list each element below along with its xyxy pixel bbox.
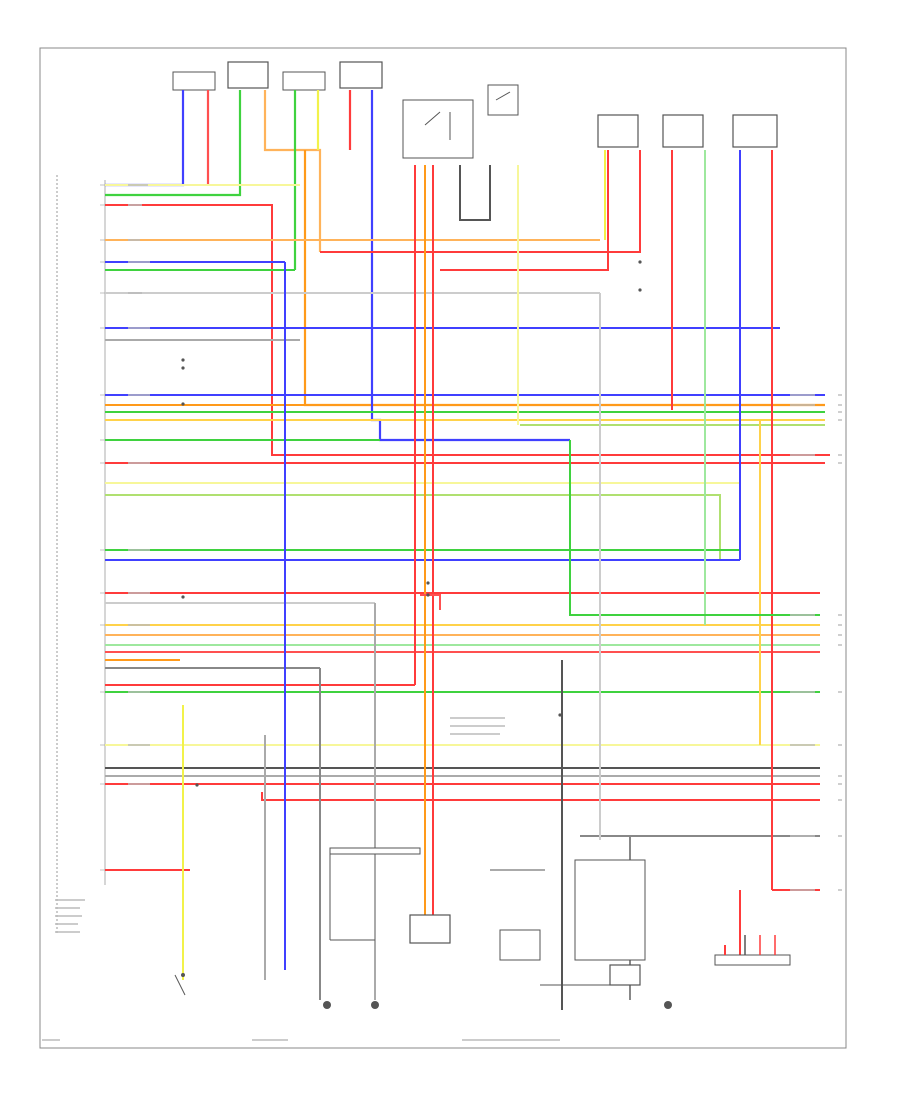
- bottom-right-connector: [714, 935, 791, 966]
- micro-text-marks: [42, 184, 815, 1041]
- relay-component: [402, 99, 474, 159]
- sensor-boxes: [597, 114, 778, 148]
- multi-connector: [490, 859, 646, 986]
- bottom-connector: [329, 847, 451, 944]
- splice-dots: [181, 260, 642, 787]
- switch-component: [487, 84, 519, 116]
- pcm-pin-ticks: [100, 184, 105, 871]
- ground-points: [323, 1001, 672, 1009]
- diagram-frame: [39, 47, 847, 1049]
- wire-group-horizontal: [105, 150, 830, 871]
- sensor-switch-bottom-left: [174, 973, 186, 996]
- wire-group-right: [569, 150, 820, 1000]
- wire-group-center: [182, 165, 601, 1010]
- top-fuse-block: [172, 61, 383, 91]
- right-terminal-marks: [838, 394, 842, 891]
